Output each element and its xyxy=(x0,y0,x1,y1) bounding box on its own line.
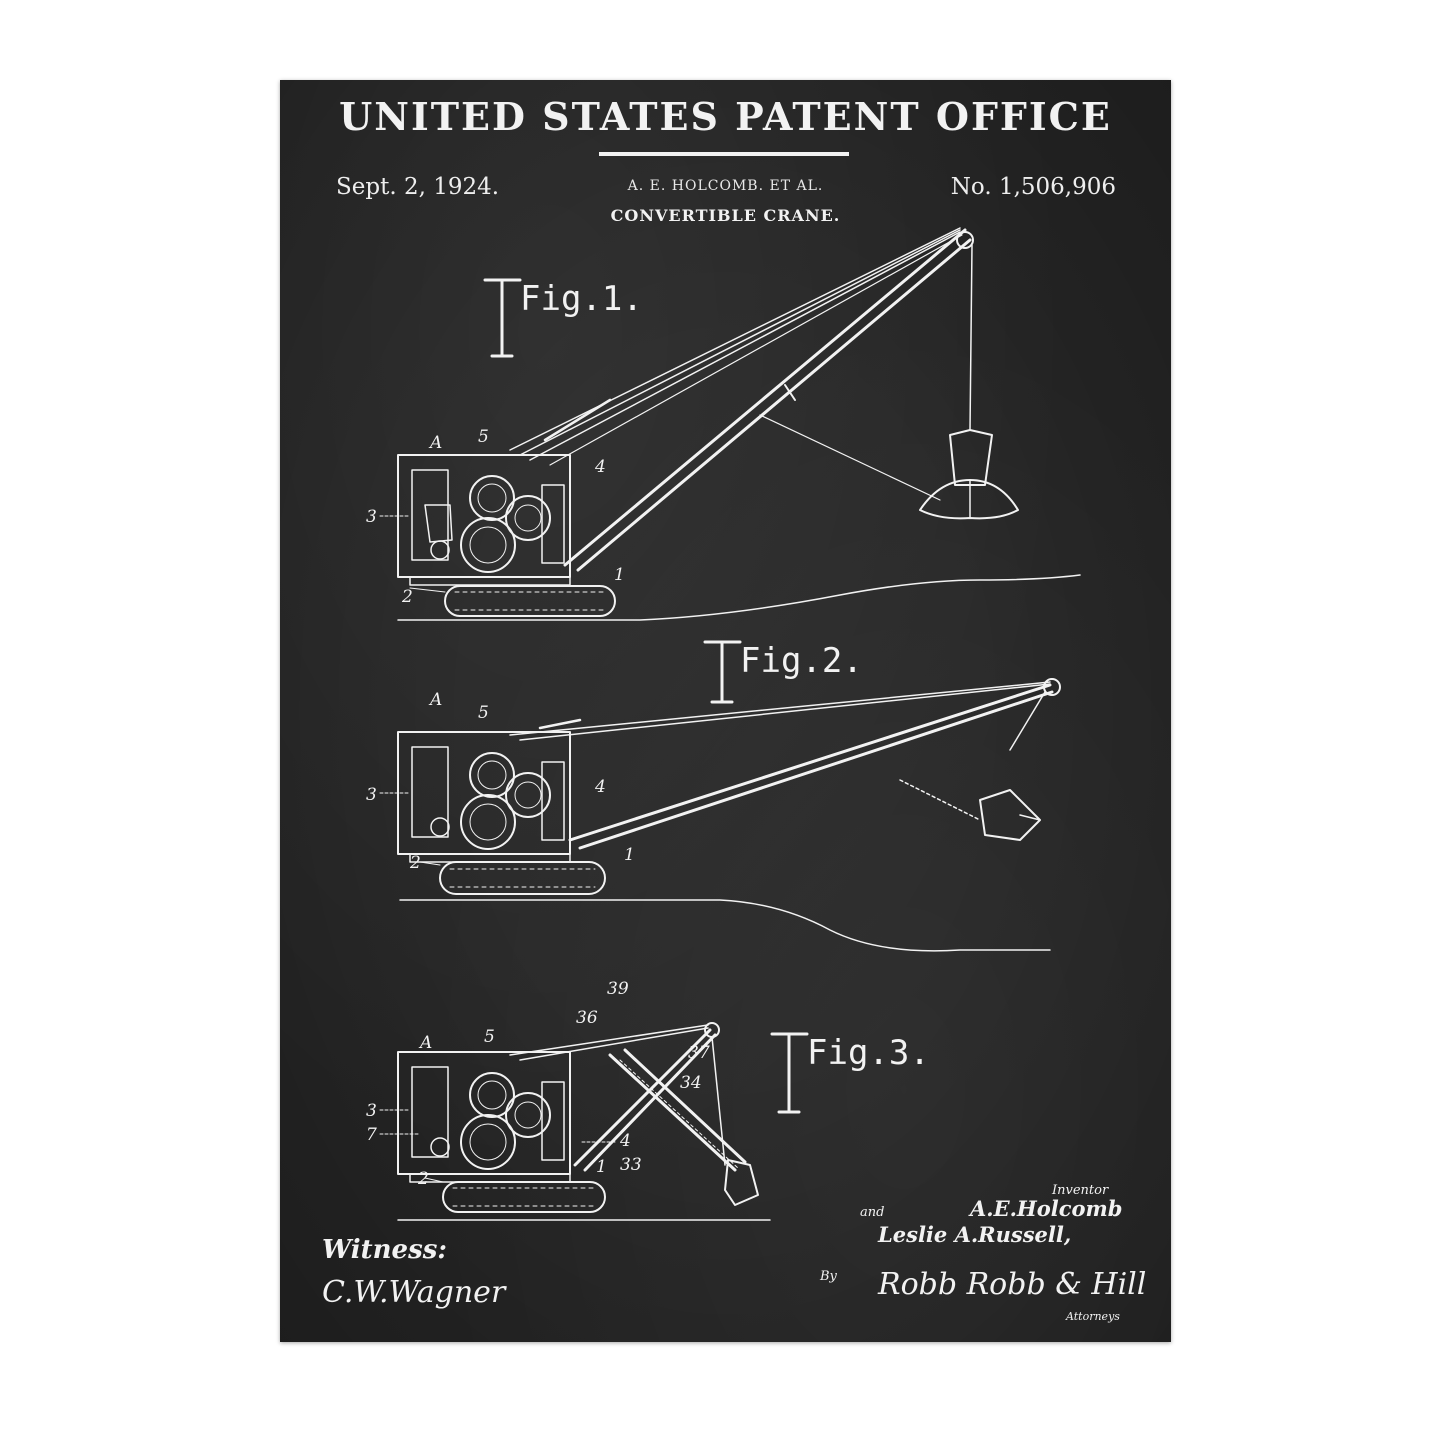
fig2-ref-1: 1 xyxy=(624,845,635,865)
inventor-label: Inventor xyxy=(1051,1183,1109,1198)
patent-date: Sept. 2, 1924. xyxy=(336,174,500,200)
and-label: and xyxy=(860,1205,884,1220)
fig1-label: Fig.1. xyxy=(520,279,643,319)
fig3-ref-1: 1 xyxy=(596,1157,607,1177)
fig2-boom xyxy=(568,683,1052,842)
fig3-cab xyxy=(397,1051,571,1175)
fig3-ref-2: 2 xyxy=(417,1169,429,1189)
witness-signature: C.W.Wagner xyxy=(322,1275,507,1310)
fig2-bucket xyxy=(979,789,1041,841)
fig3-ref-7: 7 xyxy=(366,1125,377,1145)
witness-label: Witness: xyxy=(322,1235,447,1265)
fig1-ref-A: A xyxy=(428,433,442,453)
fig3-ref-4: 4 xyxy=(619,1131,631,1151)
fig1-ref-1: 1 xyxy=(614,565,625,585)
fig3-ref-39: 39 xyxy=(607,979,629,999)
fig1-ref-5: 5 xyxy=(478,427,489,447)
fig2-ref-3: 3 xyxy=(366,785,377,805)
fig2-mark xyxy=(703,640,742,704)
title-divider xyxy=(599,152,849,156)
fig2-ref-2: 2 xyxy=(409,853,421,873)
fig1-boom xyxy=(563,228,967,567)
fig2-ref-A: A xyxy=(428,690,442,710)
fig2-crawler-track xyxy=(439,861,606,895)
fig2-label: Fig.2. xyxy=(740,641,863,681)
fig1-clamshell-bucket xyxy=(949,429,993,486)
inventor-1-name: A.E.Holcomb xyxy=(968,1196,1122,1221)
attorney-signature: Robb Robb & Hill xyxy=(877,1267,1146,1302)
fig3-ref-A: A xyxy=(418,1033,432,1053)
fig3-ref-3: 3 xyxy=(366,1101,377,1121)
fig1-cab xyxy=(397,454,571,578)
figure-2-crane xyxy=(397,678,1061,952)
fig3-ref-36: 36 xyxy=(576,1008,598,1028)
fig2-boom-sheave xyxy=(1043,678,1061,696)
fig3-mark xyxy=(770,1032,809,1114)
fig1-ref-2: 2 xyxy=(401,587,413,607)
fig1-ref-3: 3 xyxy=(366,507,377,527)
fig2-cab xyxy=(397,731,571,855)
fig1-gear-upper xyxy=(469,475,515,521)
fig1-ground-line xyxy=(397,574,1081,621)
fig3-dipper-bucket xyxy=(724,1159,759,1206)
fig3-crawler-track xyxy=(442,1181,606,1213)
fig2-ref-5: 5 xyxy=(478,703,489,723)
office-title: UNITED STATES PATENT OFFICE xyxy=(339,94,1112,139)
patent-number: No. 1,506,906 xyxy=(950,174,1116,200)
fig3-label: Fig.3. xyxy=(807,1033,930,1073)
patent-inventors: A. E. HOLCOMB. ET AL. xyxy=(627,178,824,194)
fig1-crawler-track xyxy=(444,585,616,617)
fig3-ref-33: 33 xyxy=(620,1155,642,1175)
figure-1-crane xyxy=(397,227,1081,621)
fig1-drum xyxy=(505,495,551,541)
fig1-gear-lower xyxy=(460,517,516,573)
patent-drawing: Fig.1. Fig.2. Fig.3. A 5 4 3 2 1 A 5 4 3… xyxy=(322,227,1146,1323)
fig3-ref-34: 34 xyxy=(680,1073,702,1093)
fig3-ref-37: 37 xyxy=(688,1043,710,1063)
fig2-ref-4: 4 xyxy=(594,777,606,797)
fig2-ground-line xyxy=(399,899,1051,952)
by-label: By xyxy=(819,1269,838,1284)
figure-3-shovel xyxy=(397,1022,771,1221)
fig3-dipper-stick xyxy=(608,1053,737,1172)
fig1-boom-sheave xyxy=(956,231,974,249)
fig1-ref-4: 4 xyxy=(594,457,606,477)
patent-poster: UNITED STATES PATENT OFFICE Sept. 2, 192… xyxy=(280,80,1171,1342)
attorneys-label: Attorneys xyxy=(1065,1310,1120,1323)
fig3-ref-5: 5 xyxy=(484,1027,495,1047)
patent-name: CONVERTIBLE CRANE. xyxy=(610,206,841,225)
inventor-2-name: Leslie A.Russell, xyxy=(877,1222,1071,1247)
fig1-mark xyxy=(483,278,522,358)
